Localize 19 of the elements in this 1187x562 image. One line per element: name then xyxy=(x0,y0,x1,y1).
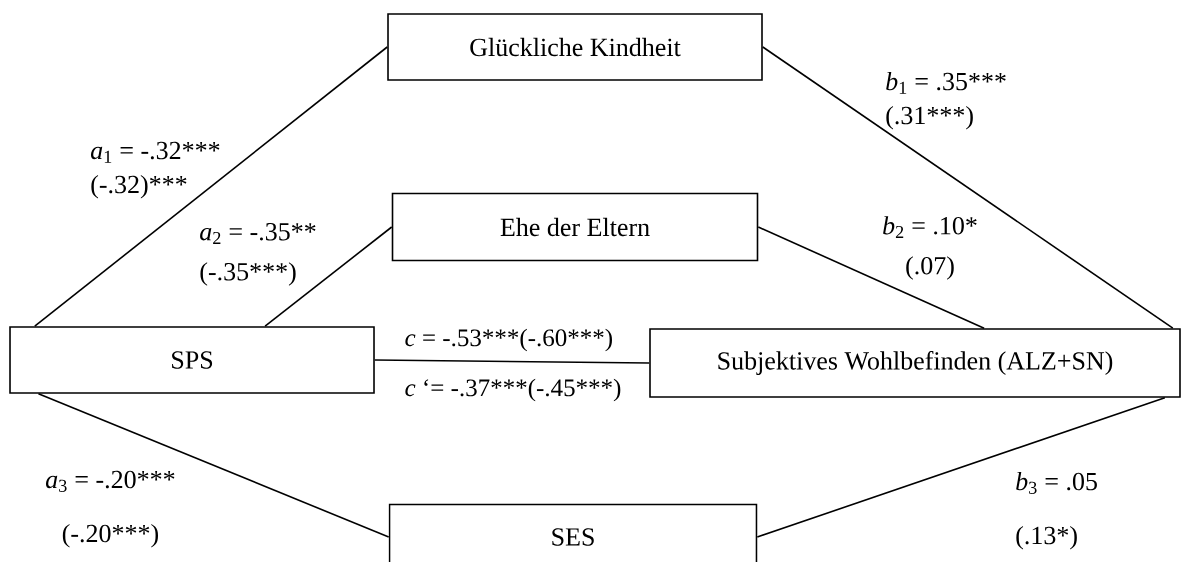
path-coefficient: $\begin{array}{@{}c@{}}\text{\textit{a}\textsubscript{3} = -.20***}\\\text{(-.20***)}\end{array}$ xyxy=(46,470,175,548)
path-coefficient: $\begin{array}{@{}c@{}}\text{\textit{b}\textsubscript{2} = .10*}\\\text{(.07)}\end{array}$ xyxy=(883,216,977,280)
box: SPS xyxy=(9,326,375,394)
connector-line xyxy=(374,359,650,364)
box: Glückliche Kindheit xyxy=(387,13,763,81)
connector-line xyxy=(37,393,390,538)
box: Subjektives Wohlbefinden (ALZ+SN) xyxy=(649,328,1181,398)
path-coefficient: $\begin{array}{@{}l@{}}\text{\textit{c} = -.53***(-.60***)}\\\text{\textit{c} ‘= -.37***(-.45***)}\end{array}$ xyxy=(405,328,621,402)
connector-line xyxy=(34,46,388,327)
connector-line xyxy=(762,46,1174,329)
box: Ehe der Eltern xyxy=(391,192,759,262)
path-coefficient: $\begin{array}{@{}l@{}}\text{\textit{a}\textsubscript{2} = -.35**}\\\text{(-.35***)}\end{array}$ xyxy=(200,223,316,286)
path-coefficient: $\begin{array}{@{}l@{}}\text{\textit{b}\textsubscript{3} = .05}\\\text{(.13*)}\end{array}$ xyxy=(1016,471,1097,550)
box: SES xyxy=(388,503,758,562)
connector-line xyxy=(264,226,393,327)
path-coefficient: $\begin{array}{@{}l@{}}\text{\textit{a}\textsubscript{1} = -.32***}\\\text{(-.32)***}\end{array}$ xyxy=(91,141,220,199)
connector-line xyxy=(756,397,1166,538)
path-coefficient: $\begin{array}{@{}l@{}}\text{\textit{b}\textsubscript{1} = .35***}\\\text{(.31***)}\end{array}$ xyxy=(886,71,1006,130)
connector-line xyxy=(757,226,985,329)
